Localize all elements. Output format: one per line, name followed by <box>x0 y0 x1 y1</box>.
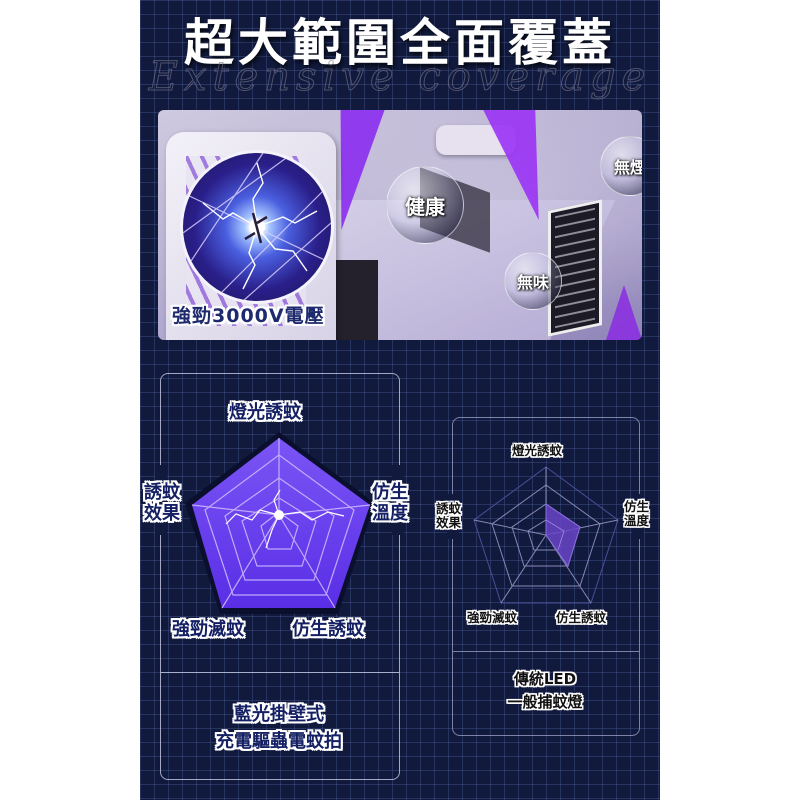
product-name-line1: 傳統LED <box>513 670 577 688</box>
smokeless-bubble: 無煙 <box>600 136 642 196</box>
axis-label-line: 溫度 <box>624 513 650 529</box>
axis-label-light-lure: 燈光誘蚊 <box>229 402 301 423</box>
radar-chart-right <box>473 466 619 604</box>
axis-label-light-lure: 燈光誘蚊 <box>512 443 563 458</box>
voltage-label: 強勁3000V電壓 <box>172 305 325 327</box>
card-divider <box>161 672 399 673</box>
product-name-right: 傳統LED 一般捕蚊燈 <box>452 668 638 713</box>
radar-chart-left <box>185 432 375 614</box>
axis-label-line: 仿生 <box>372 482 408 503</box>
electric-zap-icon <box>180 150 334 304</box>
axis-label-strong-kill: 強勁滅蚊 <box>467 610 518 625</box>
axis-label-line: 誘蚊 <box>436 501 462 516</box>
product-name-left: 藍光掛壁式 充電驅蟲電蚊拍 <box>160 701 398 755</box>
odorless-bubble: 無味 <box>504 252 562 310</box>
axis-label-lure-effect: 誘蚊 效果 <box>144 482 180 524</box>
axis-label-bionic-temp: 仿生 溫度 <box>372 482 408 524</box>
axis-label-line: 效果 <box>144 502 180 524</box>
promo-panel: 超大範圍全面覆蓋 Extensive coverage <box>140 0 660 800</box>
axis-label-bionic-lure: 仿生誘蚊 <box>292 619 364 640</box>
border-gap <box>632 494 644 539</box>
axis-label-strong-kill: 強勁滅蚊 <box>172 619 244 640</box>
product-comparison-card-left <box>160 373 400 780</box>
axis-label-bionic-temp: 仿生 溫度 <box>624 499 650 529</box>
product-name-line2: 充電驅蟲電蚊拍 <box>216 731 342 752</box>
border-gap <box>447 494 459 539</box>
axis-label-bionic-lure: 仿生誘蚊 <box>556 610 607 625</box>
axis-label-line: 仿生 <box>624 499 650 514</box>
border-gap <box>155 465 167 535</box>
product-comparison-card-right <box>452 417 640 736</box>
card-divider <box>453 651 639 652</box>
health-bubble: 健康 <box>386 166 464 244</box>
sofa-graphic <box>436 125 516 155</box>
axis-label-line: 溫度 <box>372 502 408 524</box>
product-name-line1: 藍光掛壁式 <box>234 704 324 725</box>
border-gap <box>392 465 404 535</box>
axis-label-line: 誘蚊 <box>144 482 180 503</box>
page-subtitle: Extensive coverage <box>148 54 652 101</box>
room-illustration: 強勁3000V電壓 健康 無煙 無味 <box>158 110 642 340</box>
axis-label-lure-effect: 誘蚊 效果 <box>436 501 462 531</box>
axis-label-line: 效果 <box>436 515 462 531</box>
product-name-line2: 一般捕蚊燈 <box>507 692 583 711</box>
purple-arrow-icon <box>606 285 642 340</box>
page-title: 超大範圍全面覆蓋 <box>184 13 616 72</box>
